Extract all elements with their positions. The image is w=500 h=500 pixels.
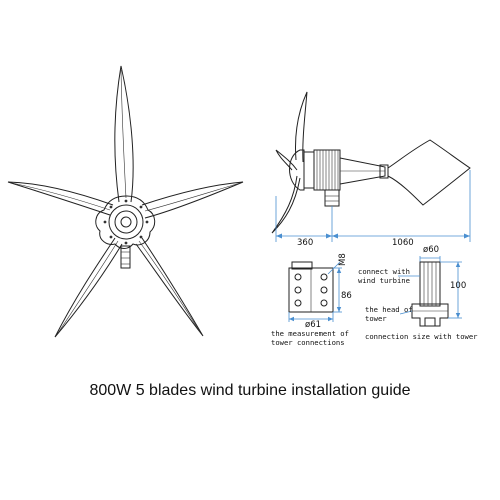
tower-head-detail: ø60 100 connect with wind turbine the he… [358,245,478,341]
dim-tail-length: 1060 [392,238,414,248]
side-yaw-mount [324,189,340,207]
blade-left [7,181,114,216]
head-label-line1: the head of [365,305,413,314]
measurement-label-line1: the measurement of [271,329,349,338]
side-blade-front [275,149,298,171]
dim-flange-height: 86 [341,291,352,301]
front-view-rotor [7,65,244,338]
head-label-line2: tower [365,314,387,323]
rotor-hub [95,195,156,249]
blade-lower-right [135,237,204,337]
side-blade-lower [271,175,301,234]
tower-stub-front [120,245,131,269]
side-view-turbine [271,91,471,234]
dim-pipe-diameter: ø60 [423,245,439,255]
flange-bolt-holes [294,273,328,307]
side-tail-boom [339,157,389,185]
connect-label-line2: wind turbine [358,276,410,285]
side-blade-upper [295,91,308,163]
side-generator-body [313,149,341,191]
blade-lower-left [54,237,123,338]
dim-bolt-size: M8 [338,253,348,266]
flange-detail: 86 M8 ø61 the measurement of tower conne… [271,253,352,347]
blade-right [141,181,244,219]
dim-front-length: 360 [297,238,313,248]
connect-label-line1: connect with [358,267,410,276]
side-dimensions: 360 1060 [275,170,471,248]
measurement-label-line2: tower connections [271,338,345,347]
side-hub [289,149,315,191]
side-tail-fin [387,139,471,206]
dim-pipe-height: 100 [450,281,466,291]
blade-top [114,65,134,203]
connection-size-label: connection size with tower [365,332,478,341]
caption: 800W 5 blades wind turbine installation … [89,382,410,399]
dim-flange-diameter: ø61 [305,320,321,330]
